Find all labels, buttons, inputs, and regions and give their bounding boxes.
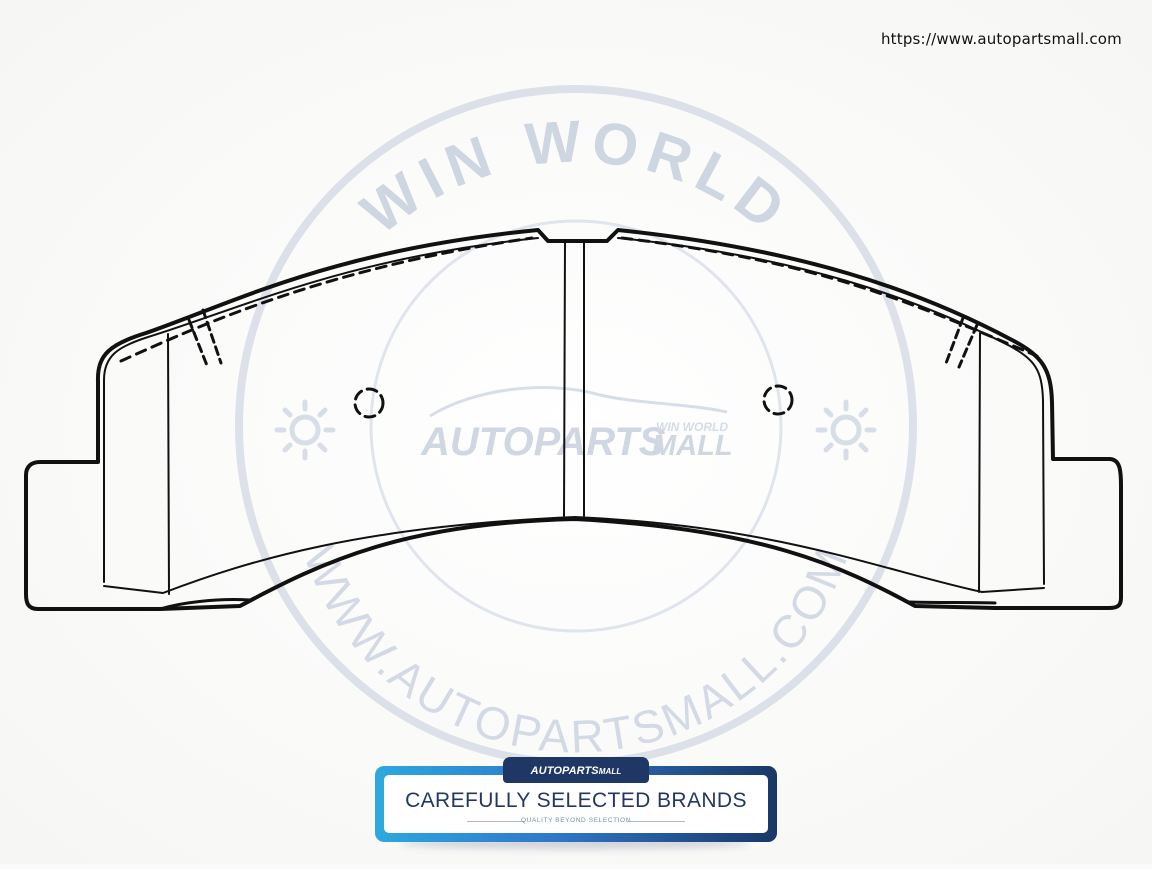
banner-panel	[384, 775, 768, 833]
right-lower-tab	[908, 600, 997, 605]
right-chamfer-line	[978, 332, 981, 593]
sun-icon-right	[815, 399, 877, 461]
left-chamfer-line	[167, 333, 170, 595]
tab-logo-small: MALL	[598, 767, 622, 776]
left-lower-tab	[158, 598, 252, 611]
friction-material-dashed-edge	[119, 236, 1039, 363]
subtitle-left-rule	[467, 821, 525, 822]
banner-subtitle: QUALITY BEYOND SELECTION	[521, 817, 631, 824]
left-locating-hole	[353, 387, 385, 419]
autopartsmall-logo: AUTOPARTSMALL	[531, 765, 622, 777]
right-locating-hole	[762, 384, 794, 416]
friction-edge-line	[103, 516, 1045, 594]
watermark-logo-small: WIN WORLD	[656, 420, 728, 434]
sun-icon-left	[274, 399, 336, 461]
watermark-inner-ring	[369, 219, 783, 633]
right-wear-sensor	[943, 316, 979, 369]
brake-pad-drawing	[24, 228, 1123, 611]
slot-left-line	[563, 242, 566, 517]
subtitle-right-rule	[627, 821, 685, 822]
site-url: https://www.autopartsmall.com	[880, 30, 1122, 48]
left-wear-sensor	[187, 308, 223, 370]
brake-pad-outline	[24, 228, 1123, 611]
banner-logo-tab: AUTOPARTSMALL	[503, 757, 649, 783]
watermark-logo-main: AUTOPARTS	[420, 420, 666, 464]
watermark-center-logo: AUTOPARTS MALL WIN WORLD	[420, 386, 733, 464]
brand-banner: AUTOPARTSMALL CAREFULLY SELECTED BRANDS …	[375, 757, 777, 849]
banner-title: CAREFULLY SELECTED BRANDS	[405, 789, 747, 812]
watermark-logo-mall: MALL	[652, 430, 733, 462]
tab-logo-main: AUTOPARTS	[530, 765, 599, 777]
